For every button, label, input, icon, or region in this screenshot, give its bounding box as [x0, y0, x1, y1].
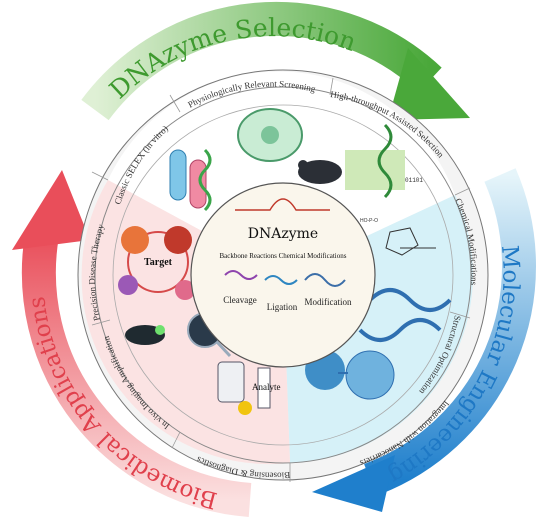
mouse-illustration — [298, 160, 342, 184]
applications-arrow — [12, 170, 252, 517]
target-illustration — [118, 226, 195, 300]
ligation-illustration — [264, 275, 298, 285]
selection-sector — [108, 71, 455, 276]
center-curve — [235, 198, 330, 211]
ligation-label: Ligation — [267, 302, 298, 312]
segment-dividers — [91, 77, 471, 482]
center-circle — [190, 182, 376, 368]
engineering-arrow — [312, 168, 536, 512]
target-label: Target — [144, 257, 173, 268]
modification-illustration — [304, 273, 346, 287]
svg-text:01101: 01101 — [405, 177, 423, 184]
cell-illustration — [237, 108, 303, 162]
modification-label: Modification — [305, 297, 352, 307]
cleavage-illustration — [224, 270, 258, 280]
chemical-structure-illustration: HO-P-O — [360, 218, 436, 256]
biosensor-illustration — [217, 361, 271, 415]
label-ring — [112, 104, 454, 446]
selection-arrow — [81, 1, 470, 121]
cleavage-label: Cleavage — [223, 295, 256, 305]
center-subtitle: Backbone Reactions Chemical Modification… — [220, 252, 347, 260]
center-title: DNAzyme — [248, 226, 318, 242]
high-throughput-illustration: 01101 — [345, 123, 423, 199]
dna-structure-illustration — [358, 288, 452, 342]
svg-text:HO-P-O: HO-P-O — [360, 218, 378, 224]
inner-ring — [94, 86, 472, 464]
test-tubes-illustration — [169, 148, 212, 212]
analyte-label: Analyte — [252, 382, 281, 392]
